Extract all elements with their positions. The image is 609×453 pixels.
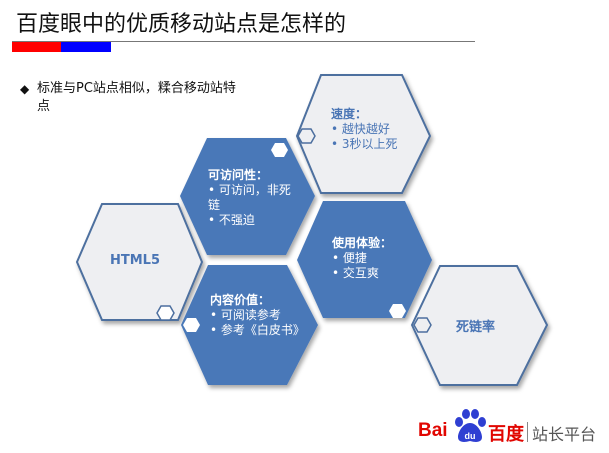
hex-content	[181, 265, 318, 385]
small-hex-icon	[183, 318, 200, 332]
hex-item: • 参考《白皮书》	[210, 323, 305, 337]
baidu-zhanzhang-logo: Bai du 百度 站长平台	[418, 408, 608, 448]
svg-text:du: du	[465, 431, 476, 441]
small-hex-icon	[389, 304, 406, 318]
hex-html5	[75, 203, 204, 321]
hex-accessibility-text: 可访问性： • 可访问，非死链 • 不强迫	[208, 168, 300, 228]
hex-title: 速度：	[331, 107, 368, 121]
hex-item: • 便捷	[332, 251, 367, 265]
hex-speed	[295, 74, 432, 194]
hex-item: • 可访问，非死链	[208, 183, 291, 212]
hex-item: • 交互爽	[332, 266, 379, 280]
small-hex-icon	[271, 143, 288, 157]
accent-bar-red	[12, 42, 61, 52]
bullet-text: 标准与PC站点相似，糅合移动站特点	[37, 81, 236, 114]
hex-title: 可访问性：	[208, 168, 269, 182]
hex-deadlink	[410, 265, 549, 386]
slide-title: 百度眼中的优质移动站点是怎样的	[16, 12, 347, 37]
diamond-bullet-icon: ◆	[20, 82, 30, 96]
hex-title: 内容价值：	[210, 293, 271, 307]
hex-html5-label: HTML5	[110, 253, 161, 268]
hex-item: • 不强迫	[208, 213, 255, 227]
hex-content-text: 内容价值： • 可阅读参考 • 参考《白皮书》	[210, 293, 306, 338]
logo-bai-text: Bai	[418, 420, 448, 441]
hex-deadlink-label: 死链率	[456, 320, 496, 335]
accent-bar-blue	[61, 42, 111, 52]
hex-item: • 可阅读参考	[210, 308, 281, 322]
hex-item: • 越快越好	[331, 122, 390, 136]
hex-experience-text: 使用体验： • 便捷 • 交互爽	[332, 236, 392, 281]
hex-speed-text: 速度： • 越快越好 • 3秒以上死	[331, 107, 398, 152]
hex-item: • 3秒以上死	[331, 137, 398, 151]
hex-title: 使用体验：	[332, 236, 393, 250]
small-hex-icon	[413, 317, 432, 333]
paw-icon: du	[455, 409, 486, 442]
small-hex-icon	[156, 305, 175, 321]
logo-separator	[527, 422, 528, 442]
hex-accessibility	[180, 138, 315, 255]
logo-platform-text: 站长平台	[532, 425, 597, 444]
logo-baidu-cn: 百度	[488, 424, 524, 445]
small-hex-icon	[297, 128, 316, 144]
hex-experience	[297, 201, 432, 318]
title-underline	[12, 41, 475, 42]
bullet-point: ◆ 标准与PC站点相似，糅合移动站特点	[20, 80, 237, 116]
